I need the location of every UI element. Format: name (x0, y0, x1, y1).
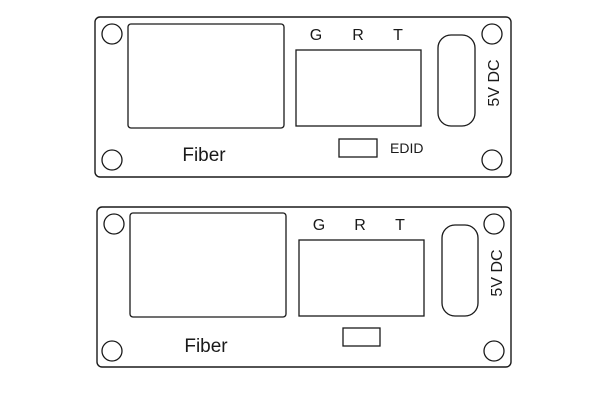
power-jack (441, 224, 479, 317)
pin-label-r: R (352, 27, 364, 44)
fiber-label: Fiber (184, 336, 228, 357)
mounting-hole-bottom-left (101, 340, 123, 362)
mounting-hole-bottom-left (101, 149, 123, 171)
fiber-label: Fiber (182, 145, 226, 166)
mounting-hole-top-right (481, 23, 503, 45)
mounting-hole-top-right (483, 213, 505, 235)
mounting-hole-top-left (101, 23, 123, 45)
panel-outline (94, 16, 512, 178)
pin-label-t: T (393, 27, 403, 44)
power-label: 5V DC (486, 59, 503, 106)
edid-switch (342, 327, 381, 347)
top-device-panel: Fiber G R T EDID 5V DC (94, 16, 512, 178)
pin-label-r: R (354, 217, 366, 234)
power-label: 5V DC (489, 249, 506, 296)
power-jack (437, 34, 476, 127)
panel-outline (96, 206, 512, 368)
fiber-port (127, 23, 285, 129)
edid-label: EDID (390, 140, 423, 156)
pin-label-g: G (310, 27, 322, 44)
edid-switch (338, 138, 378, 158)
mounting-hole-bottom-right (481, 149, 503, 171)
serial-connector (298, 239, 425, 317)
bottom-device-panel: Fiber G R T 5V DC (96, 206, 512, 368)
fiber-port (129, 212, 287, 318)
serial-connector (295, 49, 422, 127)
mounting-hole-top-left (103, 213, 125, 235)
pin-label-t: T (395, 217, 405, 234)
pin-label-g: G (313, 217, 325, 234)
mounting-hole-bottom-right (483, 340, 505, 362)
